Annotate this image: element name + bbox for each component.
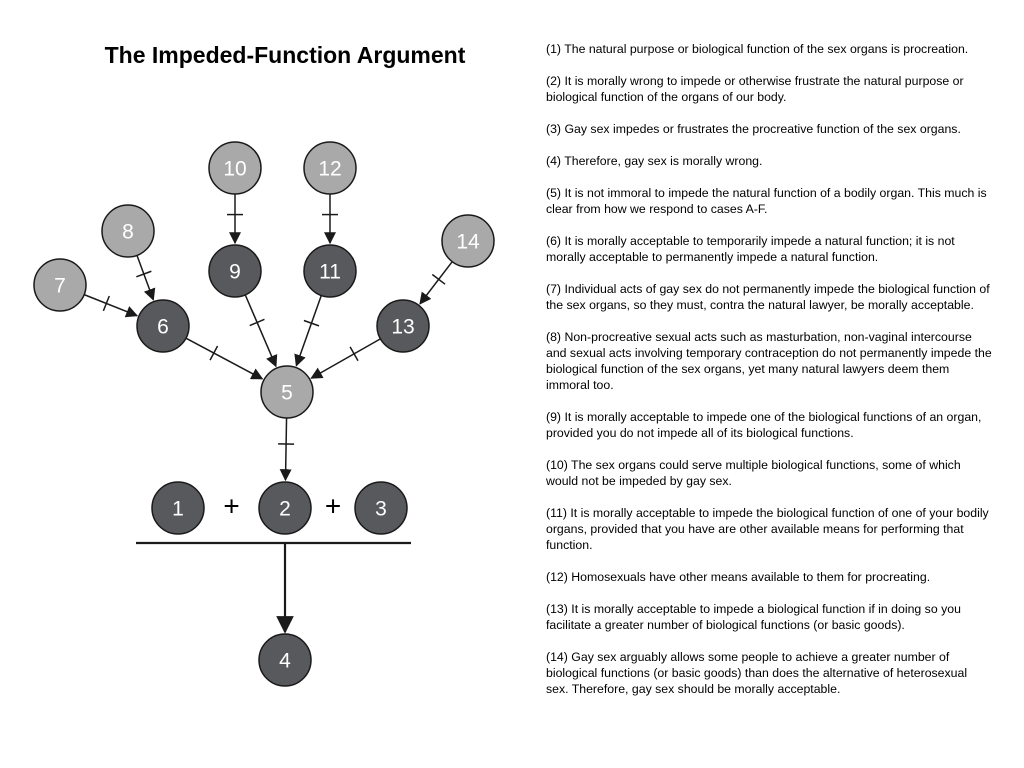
- node-circle-6: [136, 299, 190, 353]
- objection-arrow-13-to-5: [310, 338, 381, 379]
- objection-arrow-6-to-5: [185, 337, 264, 380]
- premise-13: (13) It is morally acceptable to impede …: [546, 602, 961, 632]
- node-circle-5: [260, 365, 314, 419]
- node-label-13: 13: [391, 316, 414, 339]
- node-10: 10: [208, 141, 262, 195]
- objection-tick-11-to-5: [303, 319, 320, 327]
- premise-12: (12) Homosexuals have other means availa…: [546, 570, 931, 584]
- objection-arrow-5-to-2: [279, 417, 292, 482]
- objection-tick-14-to-13: [431, 273, 446, 285]
- node-4: 4: [258, 633, 312, 687]
- plus-sign: +: [223, 491, 239, 522]
- node-13: 13: [376, 299, 430, 353]
- node-label-2: 2: [279, 498, 291, 521]
- node-label-6: 6: [157, 316, 169, 339]
- node-14: 14: [441, 214, 495, 268]
- node-9: 9: [208, 244, 262, 298]
- node-label-5: 5: [281, 382, 293, 405]
- node-2: 2: [258, 481, 312, 535]
- node-7: 7: [33, 258, 87, 312]
- premise-8: (8) Non-procreative sexual acts such as …: [546, 330, 992, 392]
- node-1: 1: [151, 481, 205, 535]
- objection-tick-6-to-5: [209, 345, 219, 361]
- objection-arrow-14-to-13: [419, 261, 453, 305]
- premise-6: (6) It is morally acceptable to temporar…: [546, 234, 955, 264]
- premise-3: (3) Gay sex impedes or frustrates the pr…: [546, 122, 961, 136]
- objection-arrow-9-to-5: [244, 294, 278, 368]
- node-circle-12: [303, 141, 357, 195]
- premise-2: (2) It is morally wrong to impede or oth…: [546, 74, 964, 104]
- node-3: 3: [354, 481, 408, 535]
- node-circle-10: [208, 141, 262, 195]
- node-label-9: 9: [229, 261, 241, 284]
- node-5: 5: [260, 365, 314, 419]
- node-label-8: 8: [122, 221, 134, 244]
- node-11: 11: [303, 244, 357, 298]
- node-circle-2: [258, 481, 312, 535]
- premise-7: (7) Individual acts of gay sex do not pe…: [546, 282, 990, 312]
- node-8: 8: [101, 204, 155, 258]
- premise-list: (1) The natural purpose or biological fu…: [546, 41, 992, 713]
- premise-4: (4) Therefore, gay sex is morally wrong.: [546, 154, 763, 168]
- objection-tick-9-to-5: [249, 318, 265, 327]
- premise-11: (11) It is morally acceptable to impede …: [546, 506, 989, 552]
- node-label-12: 12: [318, 158, 341, 181]
- node-label-11: 11: [319, 261, 341, 284]
- objection-arrow-11-to-5: [294, 295, 323, 367]
- node-circle-4: [258, 633, 312, 687]
- node-label-1: 1: [172, 498, 184, 521]
- node-circle-7: [33, 258, 87, 312]
- node-circle-11: [303, 244, 357, 298]
- premise-1: (1) The natural purpose or biological fu…: [546, 42, 969, 56]
- node-circle-14: [441, 214, 495, 268]
- premise-10: (10) The sex organs could serve multiple…: [546, 458, 961, 488]
- premise-14: (14) Gay sex arguably allows some people…: [546, 650, 968, 696]
- node-circle-13: [376, 299, 430, 353]
- plus-sign: +: [325, 491, 341, 522]
- node-6: 6: [136, 299, 190, 353]
- node-circle-1: [151, 481, 205, 535]
- objection-arrow-8-to-6: [136, 255, 156, 301]
- node-label-4: 4: [279, 650, 291, 673]
- node-circle-8: [101, 204, 155, 258]
- node-circle-9: [208, 244, 262, 298]
- node-label-7: 7: [54, 275, 66, 298]
- node-12: 12: [303, 141, 357, 195]
- node-label-10: 10: [223, 158, 246, 181]
- objection-arrow-7-to-6: [83, 293, 139, 318]
- objection-tick-13-to-5: [349, 346, 359, 362]
- node-label-3: 3: [375, 498, 387, 521]
- premise-5: (5) It is not immoral to impede the natu…: [546, 186, 987, 216]
- node-circle-3: [354, 481, 408, 535]
- diagram-title: The Impeded-Function Argument: [104, 42, 466, 68]
- node-label-14: 14: [456, 231, 480, 254]
- objection-tick-7-to-6: [102, 295, 111, 312]
- objection-tick-8-to-6: [136, 270, 152, 278]
- premise-9: (9) It is morally acceptable to impede o…: [546, 410, 982, 440]
